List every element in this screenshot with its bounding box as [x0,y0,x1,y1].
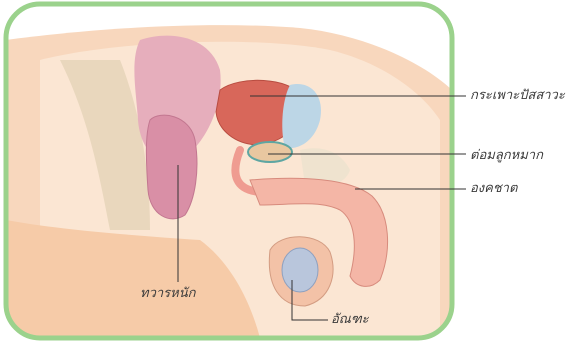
label-rectum: ทวารหนัก [140,286,195,302]
rectum [146,115,197,219]
prostate [248,142,292,162]
illustration-body [6,4,452,338]
label-bladder: กระเพาะปัสสาวะ [470,88,565,104]
label-penis: องคชาต [470,181,517,197]
label-prostate: ต่อมลูกหมาก [470,148,543,164]
label-testis: อัณฑะ [331,312,369,328]
testis [282,248,318,292]
